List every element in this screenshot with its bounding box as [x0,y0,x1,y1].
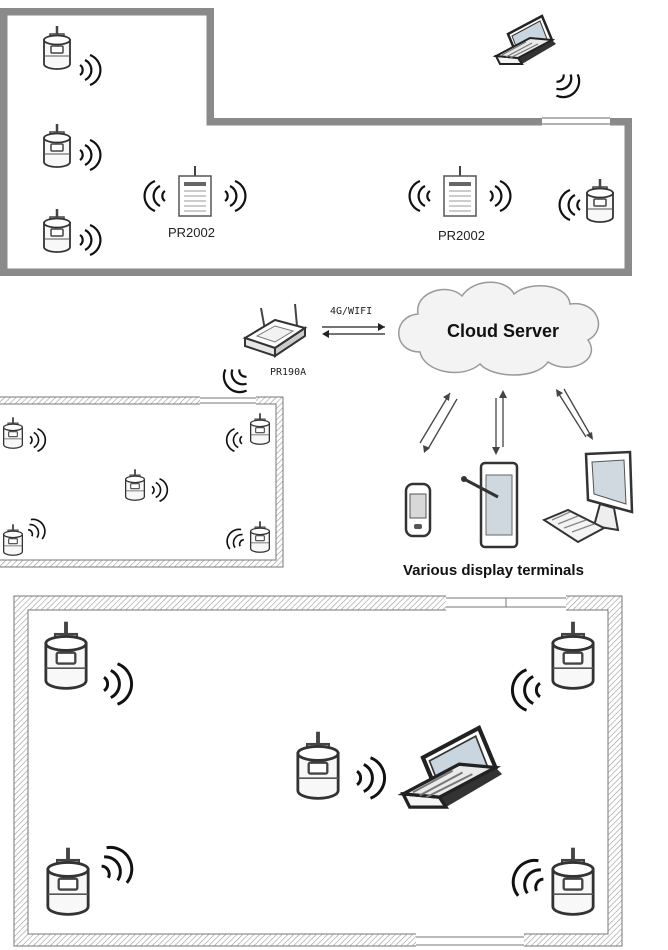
wifi-waves-icon [216,361,255,400]
cloud-terminal-arrows [419,388,593,455]
router-icon [242,303,308,358]
router-label: PR190A [270,367,306,378]
link-arrows [322,323,385,338]
link-label: 4G/WIFI [330,306,372,317]
laptop-icon [494,14,558,66]
gateway-right-label: PR2002 [438,228,485,243]
tablet-icon [461,461,519,549]
terminals-label: Various display terminals [403,562,584,579]
cloud-label: Cloud Server [447,321,559,341]
cloud-server: Cloud Server [398,281,600,376]
gateway-left-label: PR2002 [168,225,215,240]
phone-icon [404,482,432,538]
wifi-waves-icon [548,66,587,105]
monitor-icon [541,450,634,544]
